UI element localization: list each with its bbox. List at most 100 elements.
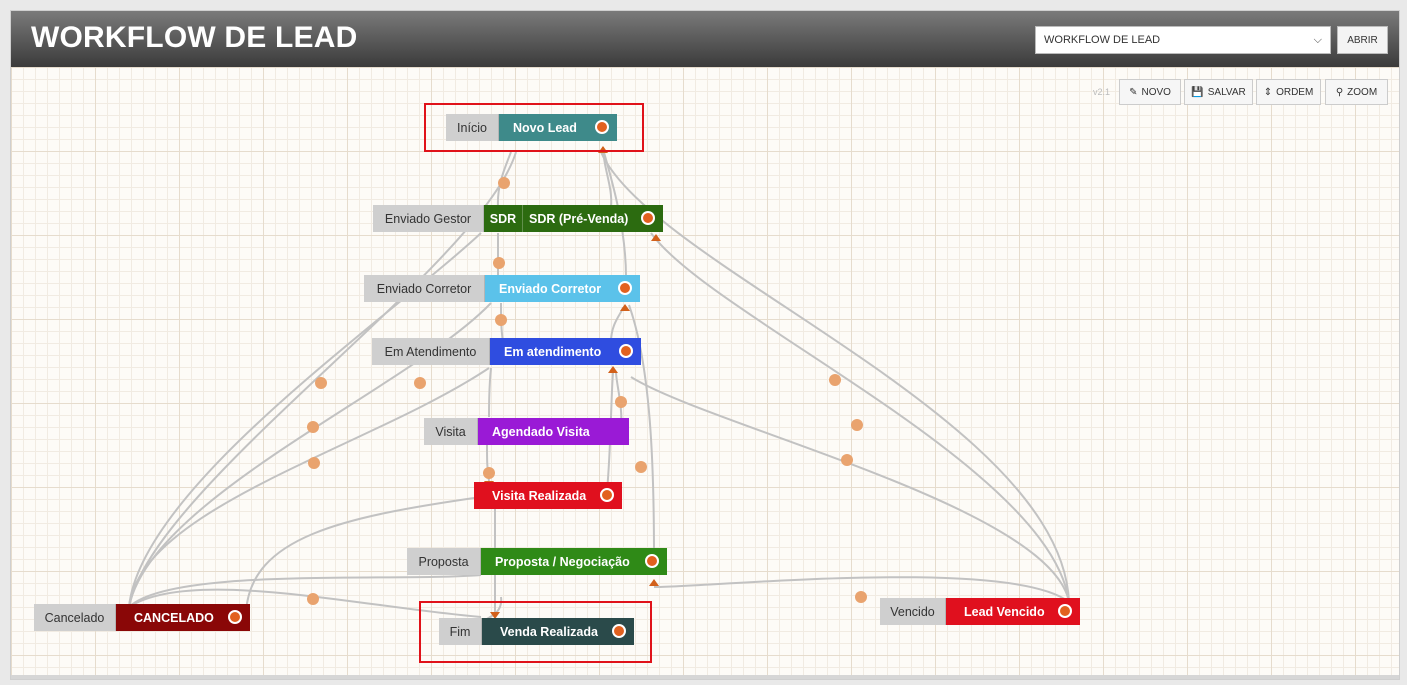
- edge-vencido-atend: [630, 376, 1070, 603]
- node-inicio[interactable]: Início Novo Lead: [446, 114, 617, 141]
- edge-atend-cancelado: [128, 367, 490, 608]
- node-box[interactable]: Novo Lead: [499, 114, 617, 141]
- connector-handle[interactable]: [600, 488, 614, 502]
- arrow-head: [651, 234, 661, 241]
- node-name: Proposta / Negociação: [495, 554, 630, 569]
- magnifier-icon: ⚲: [1335, 86, 1344, 98]
- edge-vencido-proposta: [653, 576, 1070, 603]
- sort-icon: ⇕: [1263, 86, 1273, 98]
- zoom-button-label: ZOOM: [1347, 86, 1378, 98]
- edge-inicio-vencido: [600, 151, 1070, 603]
- edge-dot: [615, 396, 627, 408]
- workflow-panel: WORKFLOW DE LEAD WORKFLOW DE LEAD ⌵ ABRI…: [10, 10, 1400, 680]
- node-box[interactable]: Venda Realizada: [482, 618, 634, 645]
- edge-dot: [635, 461, 647, 473]
- header-bar: WORKFLOW DE LEAD WORKFLOW DE LEAD ⌵ ABRI…: [11, 11, 1399, 67]
- edge-proposta-corretor: [628, 304, 655, 558]
- connector-handle[interactable]: [1058, 604, 1072, 618]
- edge-corretor-inicio: [602, 148, 627, 278]
- zoom-button[interactable]: ⚲ ZOOM: [1325, 79, 1388, 105]
- save-button[interactable]: 💾 SALVAR: [1184, 79, 1253, 105]
- chevron-down-icon: ⌵: [1313, 34, 1322, 46]
- edge-dot: [307, 593, 319, 605]
- node-box[interactable]: Proposta / Negociação: [481, 548, 667, 575]
- node-fim[interactable]: Fim Venda Realizada: [439, 618, 634, 645]
- canvas-scrollbar[interactable]: [11, 675, 1399, 679]
- edge-atend-visita: [488, 367, 492, 418]
- edge-dot: [315, 377, 327, 389]
- connector-handle[interactable]: [619, 344, 633, 358]
- edge-midpoints: [307, 177, 867, 605]
- arrow-head: [649, 579, 659, 586]
- node-box[interactable]: CANCELADO: [116, 604, 250, 631]
- new-button-label: NOVO: [1141, 86, 1171, 98]
- highlight-end: [419, 601, 652, 663]
- connector-handle[interactable]: [595, 120, 609, 134]
- connector-handle[interactable]: [612, 624, 626, 638]
- edges-layer: [124, 146, 1070, 623]
- node-name: Venda Realizada: [500, 624, 598, 639]
- page-title: WORKFLOW DE LEAD: [31, 21, 358, 54]
- node-box[interactable]: Visita Realizada: [474, 482, 622, 509]
- node-label: Início: [446, 114, 499, 141]
- save-button-label: SALVAR: [1207, 86, 1246, 98]
- node-label: Em Atendimento: [372, 338, 490, 365]
- workflow-canvas[interactable]: v2.1 ✎ NOVO 💾 SALVAR ⇕ ORDEM ⚲ ZOOM Iníc…: [11, 67, 1399, 675]
- pencil-icon: ✎: [1129, 86, 1138, 98]
- connector-handle[interactable]: [618, 281, 632, 295]
- edge-atend-corretor: [610, 306, 624, 343]
- node-name: Lead Vencido: [964, 604, 1045, 619]
- node-name: Agendado Visita: [492, 424, 590, 439]
- edge-realizada-cancelado: [245, 496, 482, 613]
- edge-fim-cancelado: [128, 588, 482, 618]
- node-box[interactable]: Agendado Visita: [478, 418, 629, 445]
- edge-dot: [307, 421, 319, 433]
- order-button[interactable]: ⇕ ORDEM: [1256, 79, 1321, 105]
- highlight-start: [424, 103, 644, 152]
- workflow-select[interactable]: WORKFLOW DE LEAD ⌵: [1035, 26, 1331, 54]
- edge-dot: [495, 314, 507, 326]
- node-visita-realizada[interactable]: Visita Realizada: [474, 482, 622, 509]
- edge-dot: [829, 374, 841, 386]
- node-cancelado[interactable]: Cancelado CANCELADO: [34, 604, 250, 631]
- node-label: Fim: [439, 618, 482, 645]
- node-name: Visita Realizada: [492, 488, 587, 503]
- node-box[interactable]: Lead Vencido: [946, 598, 1080, 625]
- node-name: Em atendimento: [504, 344, 602, 359]
- arrow-head: [490, 612, 500, 619]
- floppy-icon: 💾: [1191, 86, 1204, 98]
- edge-dot: [483, 467, 495, 479]
- node-label: Enviado Gestor: [373, 205, 484, 232]
- edge-dot: [493, 257, 505, 269]
- node-label: Cancelado: [34, 604, 116, 631]
- arrow-head: [608, 366, 618, 373]
- new-button[interactable]: ✎ NOVO: [1119, 79, 1181, 105]
- node-atendimento[interactable]: Em Atendimento Em atendimento: [372, 338, 641, 365]
- node-sdr[interactable]: Enviado Gestor SDR SDR (Pré-Venda): [373, 205, 663, 232]
- node-label: Visita: [424, 418, 478, 445]
- version-label: v2.1: [1093, 87, 1111, 97]
- node-name: SDR (Pré-Venda): [529, 211, 629, 226]
- edge-proposta-cancelado: [128, 574, 482, 608]
- arrow-head: [620, 304, 630, 311]
- node-name: Novo Lead: [513, 120, 577, 135]
- connector-handle[interactable]: [645, 554, 659, 568]
- node-name: Enviado Corretor: [499, 281, 602, 296]
- node-label: Enviado Corretor: [364, 275, 485, 302]
- edge-dot: [855, 591, 867, 603]
- node-box[interactable]: Em atendimento: [490, 338, 641, 365]
- connector-handle[interactable]: [228, 610, 242, 624]
- node-box[interactable]: SDR (Pré-Venda): [523, 205, 663, 232]
- edge-lines: [128, 146, 1070, 623]
- open-button[interactable]: ABRIR: [1337, 26, 1388, 54]
- edge-dot: [841, 454, 853, 466]
- node-box[interactable]: Enviado Corretor: [485, 275, 640, 302]
- node-label: Vencido: [880, 598, 946, 625]
- node-proposta[interactable]: Proposta Proposta / Negociação: [407, 548, 667, 575]
- connector-handle[interactable]: [641, 211, 655, 225]
- edge-dot: [498, 177, 510, 189]
- node-corretor[interactable]: Enviado Corretor Enviado Corretor: [364, 275, 640, 302]
- node-visita[interactable]: Visita Agendado Visita: [424, 418, 629, 445]
- node-vencido[interactable]: Vencido Lead Vencido: [880, 598, 1080, 625]
- edge-sdr-vencido: [650, 232, 1070, 603]
